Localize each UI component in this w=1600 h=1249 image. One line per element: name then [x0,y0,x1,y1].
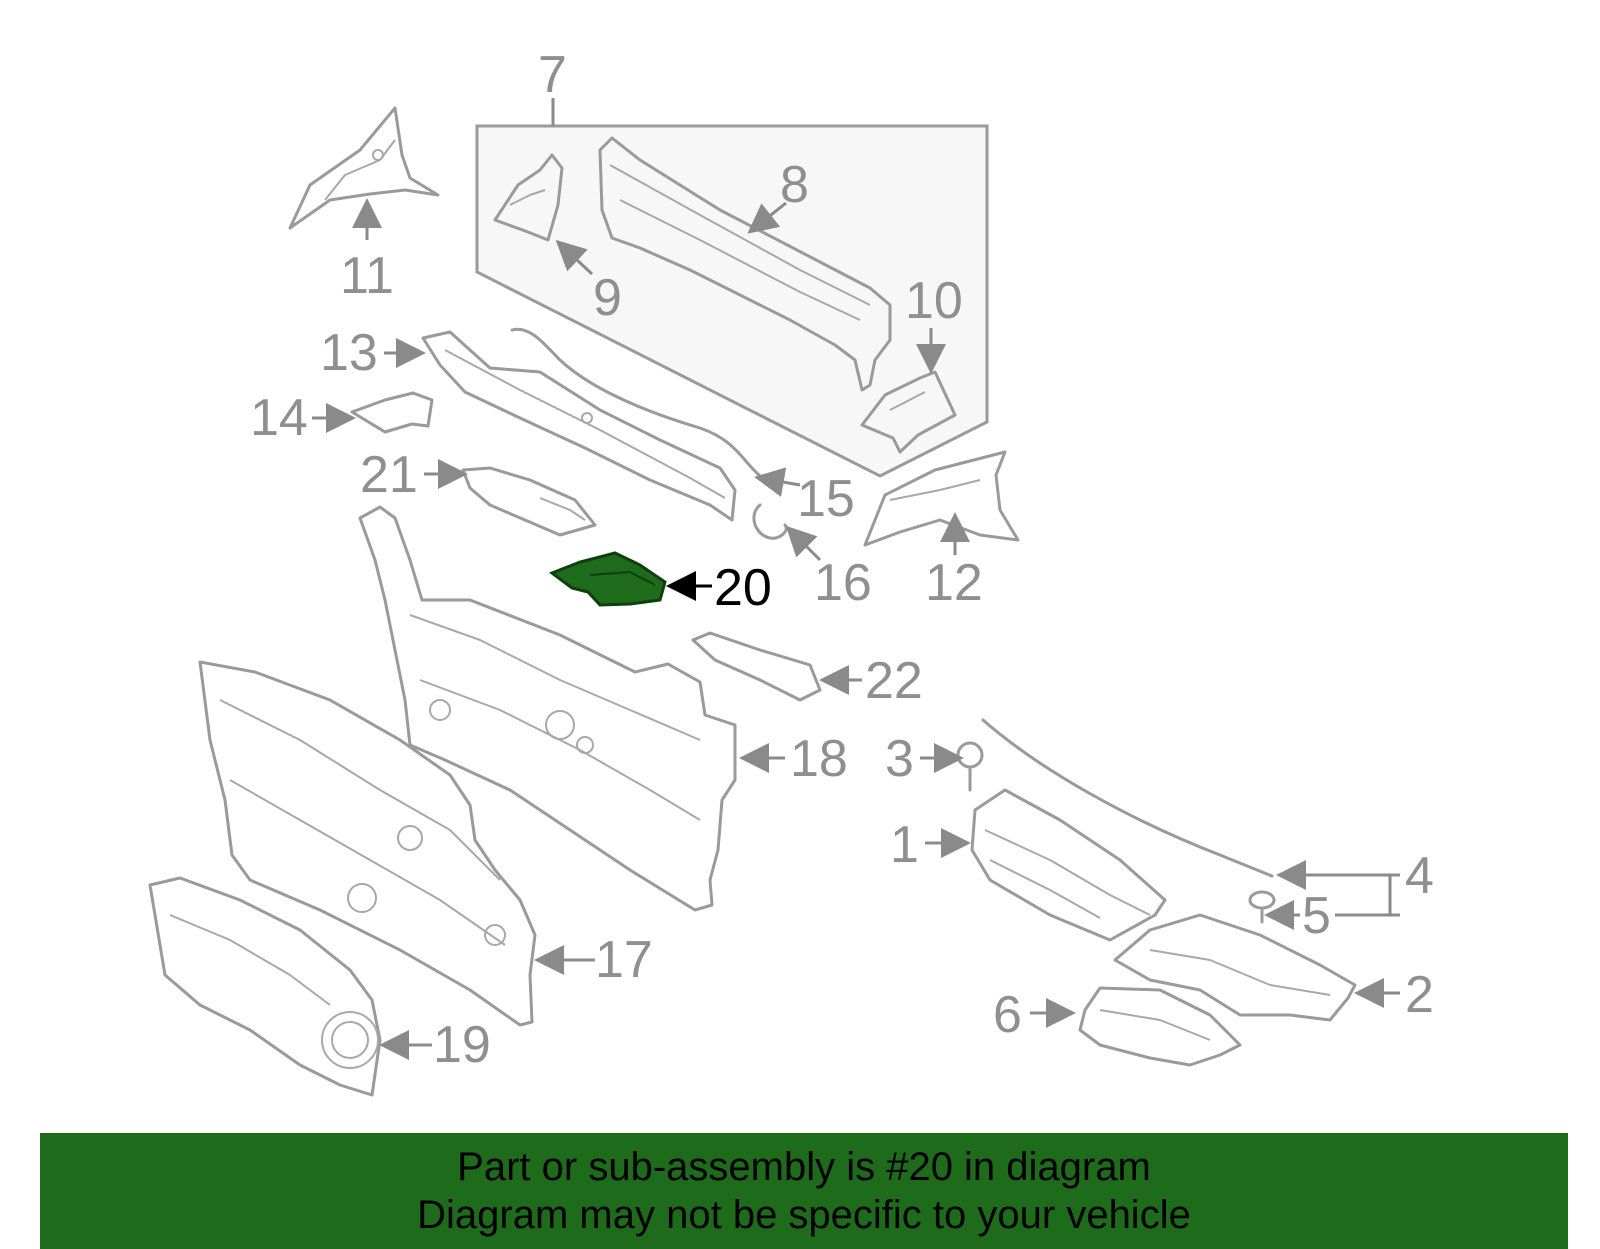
callout-19: 19 [433,1016,491,1074]
part-5 [1248,890,1276,924]
part-9 [493,153,564,242]
callout-8: 8 [780,156,809,214]
part-19 [148,876,382,1097]
banner-line-1: Part or sub-assembly is #20 in diagram [457,1145,1151,1189]
callout-20: 20 [714,559,772,617]
leader-lines [312,198,1400,1060]
callout-16: 16 [814,554,872,612]
callout-14: 14 [250,389,308,447]
callout-1: 1 [890,816,919,874]
part-21 [461,466,597,537]
callout-12: 12 [925,554,983,612]
part-16 [752,503,788,540]
part-22 [691,631,822,702]
callout-labels: 7 8 9 10 11 12 13 14 15 16 17 18 19 20 2… [250,46,1434,1074]
part-2 [1113,913,1357,1022]
part-12 [863,450,1020,547]
callout-22: 22 [865,652,923,710]
callout-17: 17 [595,931,653,989]
callout-5: 5 [1302,887,1331,945]
part-20-highlighted[interactable] [548,551,667,607]
callout-15: 15 [797,470,855,528]
callout-11: 11 [340,247,394,305]
part-4 [981,718,1274,878]
callout-7: 7 [538,46,567,104]
callout-3: 3 [885,730,914,788]
parts-diagram: 7 8 9 10 11 12 13 14 15 16 17 18 19 20 2… [148,46,1434,1097]
part-18 [358,505,737,912]
callout-6: 6 [993,986,1022,1044]
part-10 [860,370,957,454]
part-17 [198,660,537,1027]
part-1 [970,788,1167,942]
banner-line-2: Diagram may not be specific to your vehi… [417,1193,1191,1237]
callout-21: 21 [360,446,418,504]
part-8 [598,136,892,392]
callout-10: 10 [905,272,963,330]
callout-9: 9 [593,269,622,327]
part-6 [1078,986,1242,1067]
part-15 [510,327,762,478]
callout-18: 18 [790,730,848,788]
callout-2: 2 [1405,966,1434,1024]
callout-13: 13 [320,324,378,382]
part-13 [421,330,737,522]
part-3 [956,741,984,792]
part-11 [288,106,440,230]
callout-4: 4 [1405,847,1434,905]
part-14 [350,391,434,434]
info-banner: Part or sub-assembly is #20 in diagram D… [40,1133,1568,1249]
